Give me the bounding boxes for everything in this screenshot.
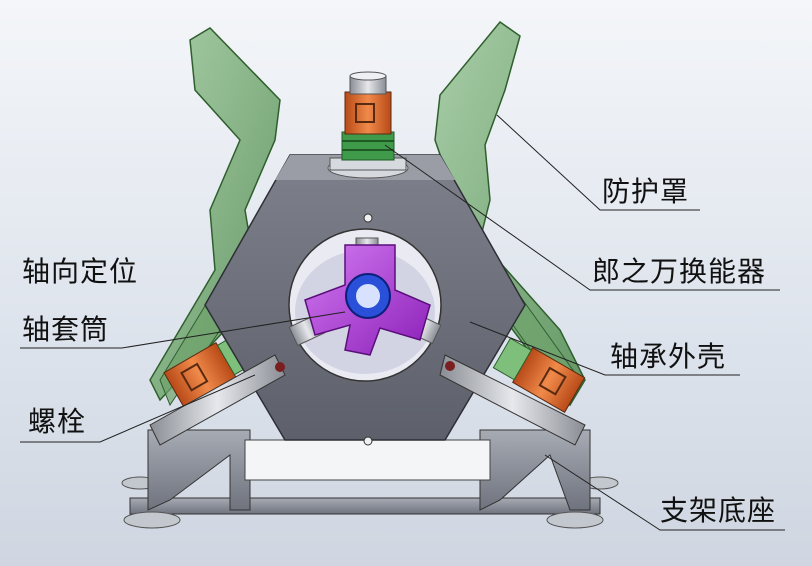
leader-bolt — [20, 374, 256, 443]
label-protective-cover: 防护罩 — [602, 175, 690, 208]
label-langevin-transducer: 郎之万换能器 — [592, 255, 767, 288]
label-axial-positioning: 轴向定位 — [22, 255, 139, 288]
leader-langevin-transducer — [384, 144, 780, 291]
left-bolt-arm — [149, 354, 286, 446]
right-side-transducer — [492, 337, 586, 414]
right-bolt-arm — [439, 354, 586, 446]
label-bolt: 螺栓 — [28, 405, 87, 438]
leader-support-base — [544, 454, 785, 531]
leader-protective-cover — [496, 114, 700, 211]
label-bearing-housing: 轴承外壳 — [610, 340, 727, 373]
leader-shaft-sleeve — [20, 311, 346, 349]
leader-bearing-housing — [469, 321, 740, 376]
leader-lines — [20, 114, 785, 531]
label-shaft-sleeve: 轴套筒 — [22, 313, 110, 346]
label-support-base: 支架底座 — [660, 494, 777, 527]
support-base — [121, 429, 619, 529]
shaft-sleeve — [304, 244, 431, 356]
top-langevin-transducer — [327, 71, 409, 179]
